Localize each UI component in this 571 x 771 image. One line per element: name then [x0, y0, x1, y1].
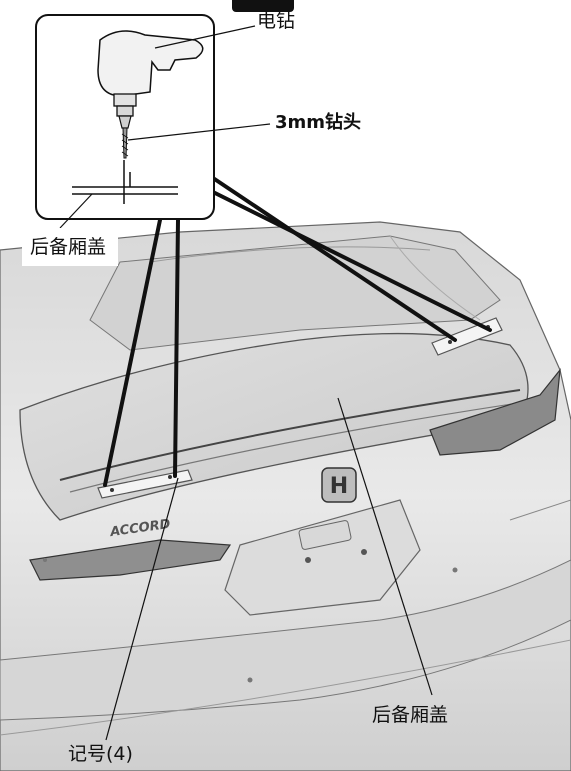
- license-plate-recess: [224, 499, 421, 616]
- rear-bumper: [0, 559, 571, 721]
- honda-emblem: H: [321, 467, 357, 503]
- leader-trunk-lid: [337, 397, 433, 696]
- label-trunk-lid-inset: 后备厢盖: [30, 236, 107, 258]
- car-rear-view: H ACCORD: [0, 221, 571, 771]
- trunk-lid-section: [72, 160, 178, 204]
- label-trunk-lid-main: 后备厢盖: [372, 704, 449, 726]
- svg-text:H: H: [330, 474, 348, 499]
- tail-light-left: [29, 539, 232, 581]
- inset-label-bg: [22, 228, 118, 266]
- top-tab-marker: [232, 0, 294, 12]
- drill-bit-icon: [121, 127, 129, 159]
- callout-lines: [103, 176, 492, 487]
- drill-detail-inset: [35, 14, 271, 229]
- drill-icon: [97, 30, 204, 129]
- label-drill-bit: 3mm钻头: [275, 112, 362, 133]
- label-mark: 记号(4): [68, 743, 133, 765]
- tail-light-right: [429, 368, 561, 456]
- label-drill: 电钻: [257, 10, 296, 32]
- leader-mark: [105, 477, 179, 741]
